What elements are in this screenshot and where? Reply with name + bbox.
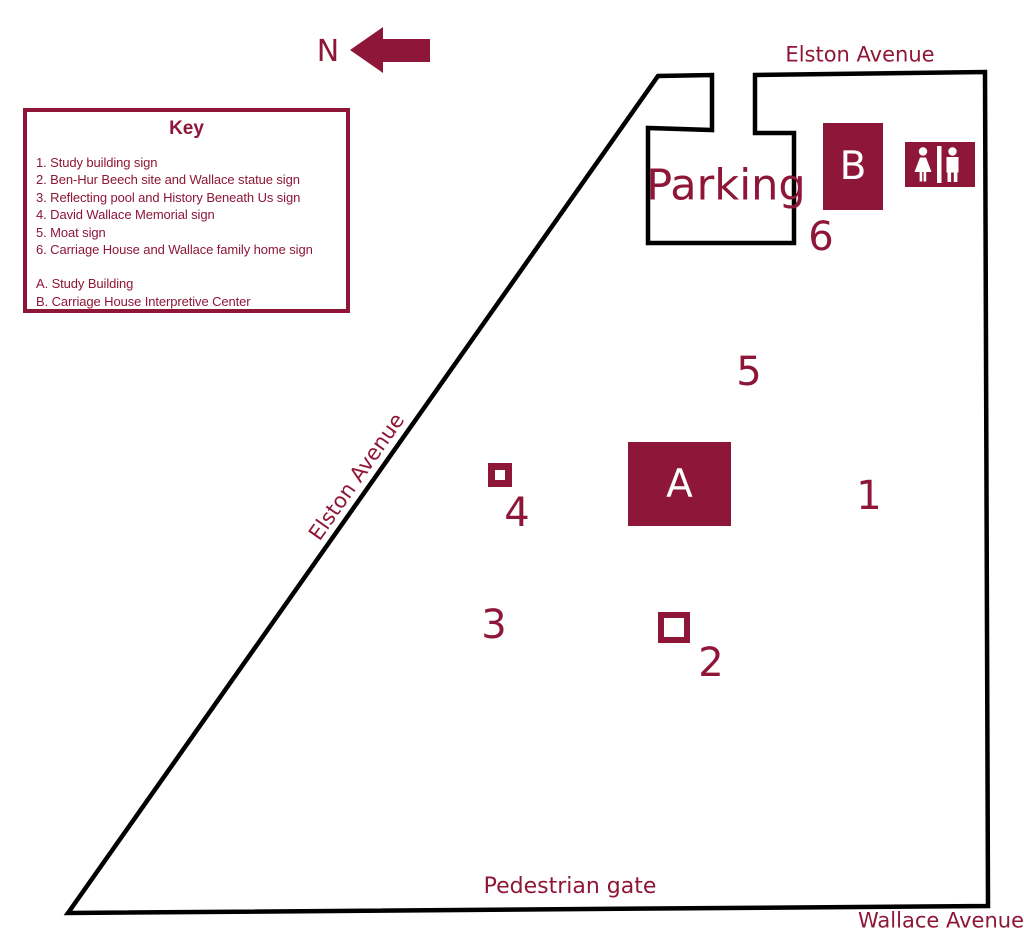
key-item-1: 1. Study building sign	[36, 155, 158, 170]
marker-1: 1	[856, 473, 882, 519]
key-item-4: 4. David Wallace Memorial sign	[36, 207, 215, 223]
man-icon	[946, 147, 959, 182]
key-title: Key	[169, 118, 204, 139]
key-item-5: 5. Moat sign	[36, 224, 106, 240]
marker-2: 2	[698, 640, 724, 686]
street-label-wallace: Wallace Avenue	[858, 908, 1024, 933]
map-key: Key 1. Study building sign 2. Ben-Hur Be…	[23, 108, 350, 313]
restroom-icon	[905, 142, 975, 187]
marker-4: 4	[504, 490, 530, 536]
woman-icon	[914, 147, 932, 182]
building-b: B	[823, 123, 883, 210]
key-item-6: 6. Carriage House and Wallace family hom…	[36, 242, 313, 258]
street-label-elston-top: Elston Avenue	[785, 42, 935, 67]
building-a-label: A	[666, 461, 693, 507]
marker-5: 5	[736, 349, 762, 395]
property-boundary-outline	[63, 69, 991, 916]
key-item-3: 3. Reflecting pool and History Beneath U…	[36, 189, 301, 205]
pedestrian-gate-label: Pedestrian gate	[483, 874, 657, 899]
key-item-a: A. Study Building	[36, 276, 134, 292]
building-b-label: B	[839, 144, 867, 189]
key-item-2: 2. Ben-Hur Beech site and Wallace statue…	[36, 172, 300, 188]
key-items: 1. Study building sign 2. Ben-Hur Beech …	[27, 154, 346, 310]
marker-4-square	[488, 463, 512, 487]
north-label: N	[316, 34, 340, 69]
key-item-b: B. Carriage House Interpretive Center	[36, 293, 251, 309]
marker-6: 6	[808, 214, 834, 260]
key-spacer	[36, 258, 337, 275]
marker-2-square	[658, 612, 690, 643]
building-a: A	[628, 442, 731, 526]
north-arrow-icon	[350, 27, 430, 73]
restroom-divider	[937, 146, 942, 183]
parking-label: Parking	[646, 160, 806, 211]
marker-3: 3	[481, 602, 507, 648]
